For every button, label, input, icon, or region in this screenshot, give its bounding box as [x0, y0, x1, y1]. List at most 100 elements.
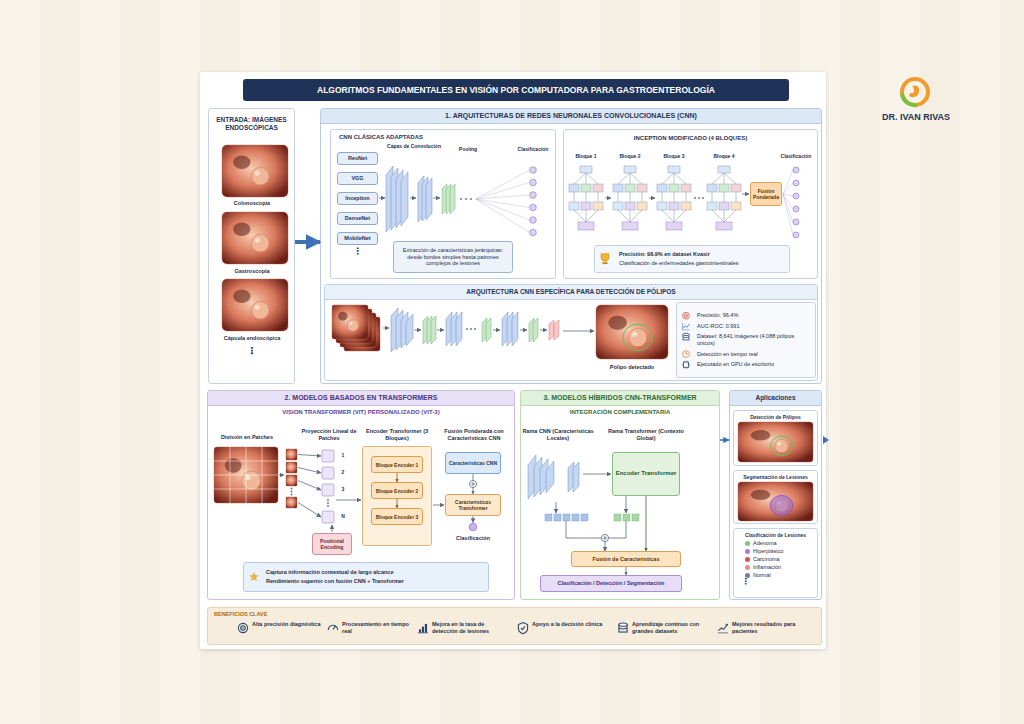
lumen — [338, 312, 347, 321]
flow-arrow — [414, 330, 421, 331]
model-box: Inception — [337, 192, 378, 205]
feature-map — [406, 314, 413, 346]
branch-op — [669, 202, 679, 210]
dense-link — [783, 194, 793, 235]
output-neuron — [793, 206, 799, 212]
benefit-label: Mejora en la tasa de detección de lesion… — [432, 621, 506, 634]
icon-hands — [686, 352, 688, 354]
feature-map — [446, 312, 452, 346]
feature-map — [423, 316, 428, 344]
patch-number: 2 — [338, 469, 348, 475]
feature-map — [533, 318, 538, 342]
flow-arrow — [649, 198, 655, 199]
connector-arrow — [626, 567, 627, 575]
inception-block — [569, 166, 603, 230]
legend-swatch — [745, 557, 750, 562]
panel-heading: BENEFICIOS CLAVE — [214, 611, 815, 618]
section-panel: Positional EncodingBloque Encoder 1Bloqu… — [207, 390, 515, 600]
sum-cross — [471, 482, 475, 486]
box-text: Precisión: 98.9% en dataset Kvasir — [619, 251, 785, 258]
feature-map — [431, 316, 436, 344]
polyp — [359, 332, 371, 344]
block-label: Bloque 3 — [652, 153, 696, 159]
continuation-dot — [327, 505, 329, 507]
box-text: Inception — [340, 195, 375, 202]
sum-cross — [603, 536, 607, 540]
icon-face — [683, 351, 690, 358]
panel-heading: Clasificación de Lesiones — [736, 532, 815, 538]
flow-arrow — [605, 542, 606, 551]
image-caption: Colonoscopía — [212, 200, 292, 207]
polyp — [242, 471, 261, 490]
block-concat — [716, 222, 732, 230]
image-ground — [344, 317, 380, 351]
model-box: VGG — [337, 172, 378, 185]
diagram-title: ALGORITMOS FUNDAMENTALES EN VISIÓN POR C… — [317, 85, 715, 95]
box-text: AUC-ROC: 0.991 — [697, 323, 811, 330]
image-ground — [214, 447, 278, 503]
note-box: Extracción de características jerárquica… — [393, 241, 513, 273]
image-ground — [340, 313, 376, 347]
icon-body — [619, 625, 627, 632]
block-link — [574, 173, 586, 184]
polyp — [355, 328, 367, 340]
image-caption: Cápsula endoscópica — [212, 335, 292, 342]
block-link — [724, 173, 725, 184]
branch-op — [593, 184, 603, 192]
endoscopic-image — [596, 305, 668, 359]
fusion-box: Fusión de Características — [571, 551, 681, 567]
continuation-dot — [291, 491, 293, 493]
encoder-block: Bloque Encoder 1 — [371, 456, 423, 473]
block-link — [724, 173, 736, 184]
legend-text: Hiperplásico — [753, 548, 783, 555]
chart-icon — [683, 323, 690, 330]
flow-arrow — [605, 198, 611, 199]
highlight — [777, 501, 781, 505]
block-input — [718, 166, 730, 173]
continuation-dot — [694, 197, 696, 199]
polyp — [351, 324, 363, 336]
dense-link — [476, 170, 530, 199]
box-text: Detección en tiempo real — [697, 351, 811, 358]
box-text: Bloque Encoder 2 — [374, 488, 420, 494]
feature-map — [391, 308, 398, 352]
branch-label: Rama CNN (Características Locales) — [522, 428, 594, 441]
benefit-label: Apoyo a la decisión clínica — [532, 621, 606, 628]
encoder-block: Bloque Encoder 3 — [371, 508, 423, 525]
icon-star — [250, 573, 258, 581]
output-caption: Pólipo detectado — [592, 364, 672, 371]
sum-ring — [601, 534, 608, 541]
box-text: Características CNN — [448, 460, 498, 466]
block-link — [736, 192, 737, 202]
block-link — [574, 192, 575, 202]
icon-dot — [242, 627, 244, 629]
branch-op — [719, 184, 729, 192]
dense-link — [476, 199, 530, 220]
block-link — [724, 192, 725, 202]
branch-op — [731, 202, 741, 210]
legend-text: Carcinoma — [753, 556, 780, 563]
box-text: Clasificación de enfermedades gastrointe… — [619, 260, 785, 267]
image-ground — [222, 145, 288, 197]
output-neuron — [793, 232, 799, 238]
block-concat — [578, 222, 594, 230]
flow-arrow — [556, 502, 557, 513]
block-link — [586, 210, 598, 222]
polyp — [629, 328, 647, 346]
feature-map — [568, 462, 574, 492]
legend-swatch — [745, 541, 750, 546]
output-neuron — [530, 167, 537, 174]
feature-map — [529, 318, 534, 342]
step-label: División en Patches — [211, 434, 283, 441]
image-ground — [222, 212, 288, 264]
encoder-group: Bloque Encoder 1 Bloque Encoder 2 Bloque E… — [362, 428, 432, 546]
panel-heading: Encoder Transformer (3 Bloques) — [362, 428, 432, 441]
trophy-icon — [601, 254, 609, 264]
flow-arrow — [583, 474, 611, 475]
branch-op — [731, 184, 741, 192]
ellipsis: ⋮ — [740, 577, 752, 587]
continuation-dot — [466, 328, 468, 330]
continuation-dot — [470, 198, 472, 200]
fusion-box: Fusión Ponderada — [750, 182, 782, 206]
endoscopic-image — [222, 279, 288, 331]
